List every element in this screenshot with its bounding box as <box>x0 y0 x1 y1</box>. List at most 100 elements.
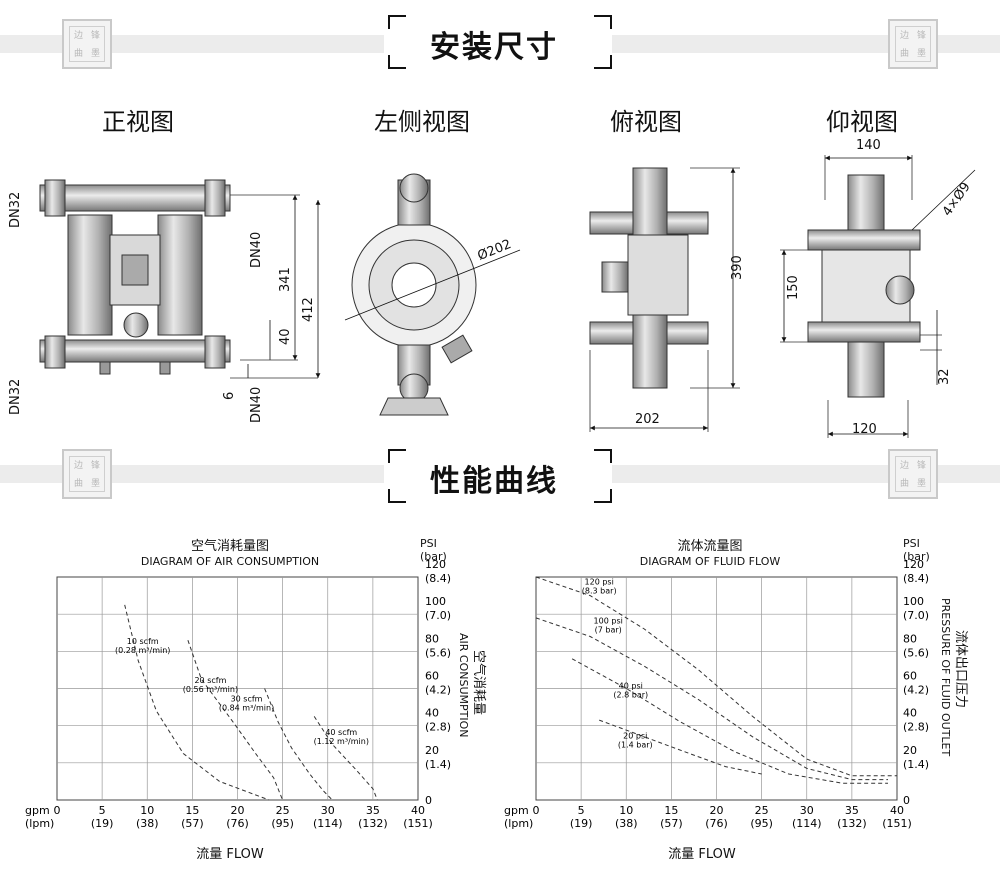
dim-140: 140 <box>856 138 881 153</box>
seal-char: 锋 <box>90 461 100 471</box>
x-tick-label: 40 <box>411 804 425 817</box>
seal-char: 边 <box>73 461 83 471</box>
seal-char: 墨 <box>90 479 100 489</box>
y-tick-sublabel: (1.4) <box>903 758 929 771</box>
view-title-bottom: 仰视图 <box>826 108 898 136</box>
x-tick-label: 15 <box>185 804 199 817</box>
title-box-mid <box>384 446 612 504</box>
x-tick-label: 30 <box>321 804 335 817</box>
seal-char: 曲 <box>899 49 909 59</box>
series-sublabel: (0.28 m³/min) <box>115 646 170 655</box>
series-line <box>535 576 897 777</box>
x-tick-label: 25 <box>276 804 290 817</box>
seal-char: 曲 <box>73 49 83 59</box>
x-tick-sublabel: (95) <box>271 817 294 830</box>
bracket-tr <box>594 449 612 463</box>
y-tick-label: 40 <box>903 707 917 720</box>
y-tick-label: 100 <box>903 595 924 608</box>
bracket-tr <box>594 15 612 29</box>
dim-32: 32 <box>937 368 952 385</box>
x-tick-label: 20 <box>231 804 245 817</box>
seal-left-top: 边锋曲墨 <box>62 19 112 69</box>
top-view-drawing <box>589 167 740 432</box>
y-tick-label: 80 <box>425 632 439 645</box>
x-tick-label: 15 <box>664 804 678 817</box>
dim-6: 6 <box>222 391 237 400</box>
y-tick-label: 120 <box>903 560 924 571</box>
series-line <box>124 604 270 801</box>
x-unit-sublabel: (lpm) <box>504 817 533 830</box>
series-line <box>313 716 378 801</box>
seal-char: 墨 <box>916 49 926 59</box>
x-tick-sublabel: (76) <box>226 817 249 830</box>
y-tick-label: 40 <box>425 707 439 720</box>
series-label: 40 psi <box>619 682 643 691</box>
x-unit-label: gpm <box>504 804 529 817</box>
dim-dn40-top: DN40 <box>249 231 264 268</box>
chart1-y-unit-bottom: (bar) <box>420 550 447 563</box>
series-label: 20 psi <box>623 732 647 741</box>
chart2-subtitle: DIAGRAM OF FLUID FLOW <box>639 555 781 568</box>
y-tick-sublabel: (4.2) <box>903 684 929 697</box>
x-tick-sublabel: (151) <box>882 817 912 830</box>
chart1-xlabel: 流量 FLOW <box>196 847 264 862</box>
x-tick-sublabel: (95) <box>750 817 773 830</box>
bottom-view-drawing <box>780 155 976 438</box>
seal-right-top: 边锋曲墨 <box>888 19 938 69</box>
seal-char: 边 <box>899 461 909 471</box>
x-tick-sublabel: (151) <box>403 817 433 830</box>
series-label: 30 scfm <box>231 695 263 704</box>
series-sublabel: (2.8 bar) <box>613 691 648 700</box>
x-unit-label: gpm <box>25 804 50 817</box>
y-tick-sublabel: (7.0) <box>903 609 929 622</box>
seal-char: 锋 <box>90 31 100 41</box>
y-tick-label: 80 <box>903 632 917 645</box>
y-tick-label: 20 <box>903 744 917 757</box>
series-label: 40 scfm <box>325 728 357 737</box>
dim-150: 150 <box>786 275 801 300</box>
bracket-tl <box>388 15 406 29</box>
y-tick-sublabel: (7.0) <box>425 609 451 622</box>
dim-202: 202 <box>635 412 660 427</box>
x-tick-label: 30 <box>800 804 814 817</box>
series-line <box>535 617 888 781</box>
y-tick-label: 20 <box>425 744 439 757</box>
x-tick-label: 35 <box>366 804 380 817</box>
y-tick-sublabel: (5.6) <box>903 646 929 659</box>
bracket-tl <box>388 449 406 463</box>
x-tick-sublabel: (76) <box>705 817 728 830</box>
seal-right-mid: 边锋曲墨 <box>888 449 938 499</box>
side-view-drawing <box>344 173 521 416</box>
series-sublabel: (8.3 bar) <box>582 586 617 595</box>
x-tick-label: 5 <box>578 804 585 817</box>
chart1-y-unit-top: PSI <box>420 537 437 550</box>
y-tick-sublabel: (2.8) <box>425 721 451 734</box>
section-title-performance: 性能曲线 <box>430 464 558 499</box>
x-tick-label: 0 <box>533 804 540 817</box>
series-line <box>264 688 333 801</box>
chart2-y-unit-top: PSI <box>903 537 920 550</box>
dim-120: 120 <box>852 422 877 437</box>
x-tick-label: 25 <box>755 804 769 817</box>
dim-390: 390 <box>730 255 745 280</box>
series-sublabel: (0.84 m³/min) <box>219 704 274 713</box>
x-tick-label: 10 <box>619 804 633 817</box>
bracket-br <box>594 489 612 503</box>
chart1-subtitle: DIAGRAM OF AIR CONSUMPTION <box>140 555 320 568</box>
series-sublabel: (1.12 m³/min) <box>314 737 369 746</box>
y-tick-label: 0 <box>903 794 910 807</box>
y-tick-label: 120 <box>425 560 446 571</box>
series-label: 100 psi <box>594 616 623 625</box>
seal-char: 墨 <box>90 49 100 59</box>
seal-left-mid: 边锋曲墨 <box>62 449 112 499</box>
series-label: 120 psi <box>585 577 614 586</box>
dim-dn32-top: DN32 <box>8 191 23 228</box>
installation-drawings <box>39 155 976 438</box>
x-tick-label: 40 <box>890 804 904 817</box>
x-tick-label: 0 <box>54 804 61 817</box>
series-label: 10 scfm <box>127 637 159 646</box>
section-title-installation: 安装尺寸 <box>430 30 558 65</box>
x-tick-sublabel: (57) <box>181 817 204 830</box>
